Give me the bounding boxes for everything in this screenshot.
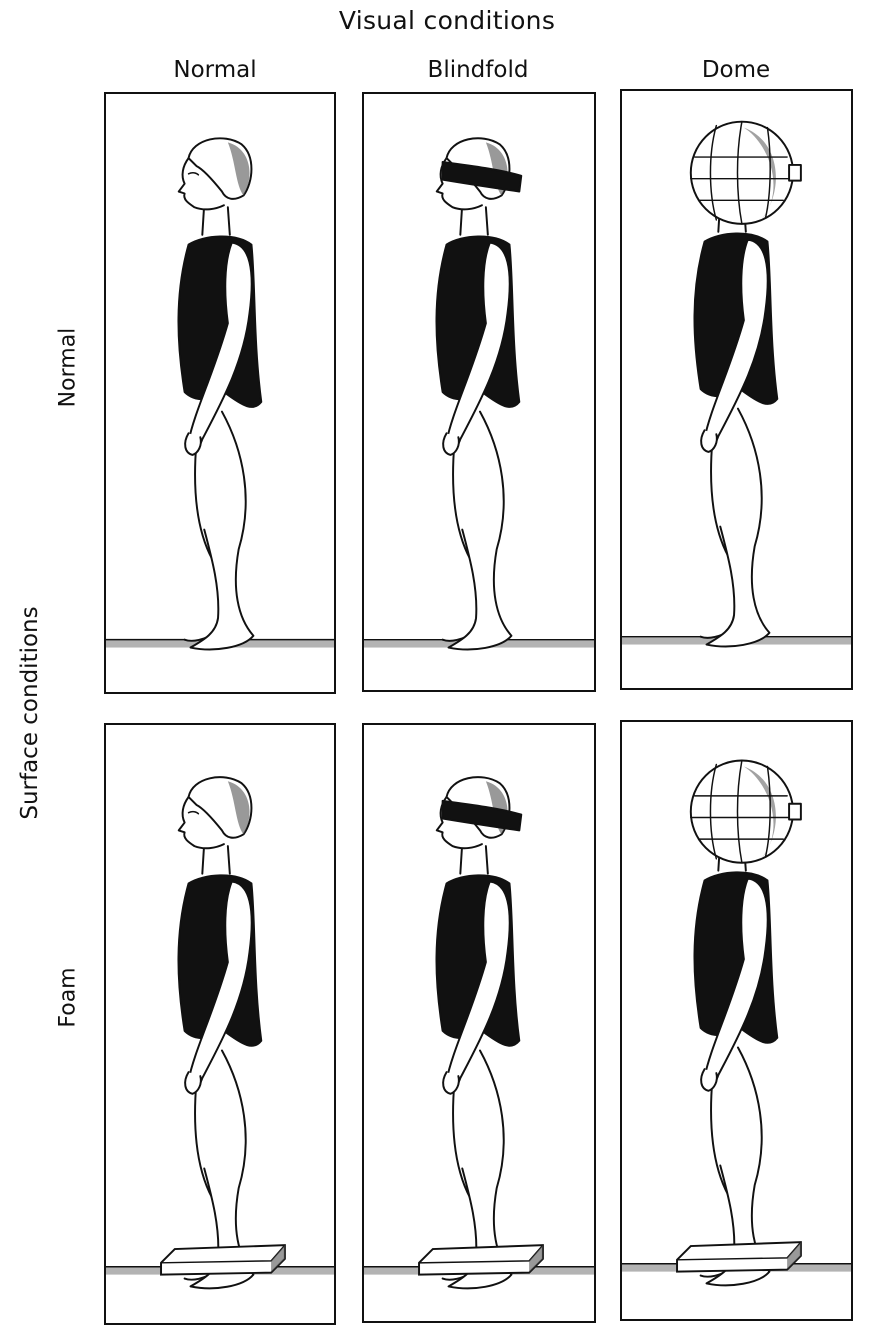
panel-normal-vision-normal-surface xyxy=(104,92,336,694)
dome-mount-tab xyxy=(789,804,801,820)
foam-pad xyxy=(419,1245,543,1274)
column-label-blindfold: Blindfold xyxy=(362,57,594,83)
column-label-dome: Dome xyxy=(620,57,852,83)
dome-sphere xyxy=(691,122,793,224)
woman-figure xyxy=(436,777,521,1288)
column-label-normal: Normal xyxy=(99,57,331,83)
dome-mount-tab xyxy=(789,165,801,181)
woman-figure xyxy=(178,138,261,649)
panel-dome-normal-surface xyxy=(620,89,853,690)
panel-blindfold-foam-surface xyxy=(362,723,596,1323)
dome-sphere xyxy=(691,761,793,863)
foam-pad xyxy=(161,1245,285,1274)
row-label-foam: Foam xyxy=(56,918,81,1078)
surface-conditions-axis-label: Surface conditions xyxy=(17,593,43,833)
standing-woman-blindfolded-illustration xyxy=(364,94,594,690)
standing-woman-dome-on-foam-illustration xyxy=(622,722,851,1319)
woman-figure xyxy=(436,138,521,649)
panel-dome-foam-surface xyxy=(620,720,853,1321)
panel-blindfold-normal-surface xyxy=(362,92,596,692)
woman-figure xyxy=(178,777,261,1288)
standing-woman-on-foam-illustration xyxy=(106,725,334,1323)
panel-normal-vision-foam-surface xyxy=(104,723,336,1325)
standing-woman-illustration xyxy=(106,94,334,692)
foam-pad xyxy=(677,1242,801,1271)
woman-figure xyxy=(691,761,801,1286)
figure-title: Visual conditions xyxy=(0,6,894,35)
row-label-normal: Normal xyxy=(56,288,81,448)
standing-woman-blindfolded-on-foam-illustration xyxy=(364,725,594,1321)
standing-woman-dome-illustration xyxy=(622,91,851,688)
woman-figure xyxy=(691,122,801,647)
